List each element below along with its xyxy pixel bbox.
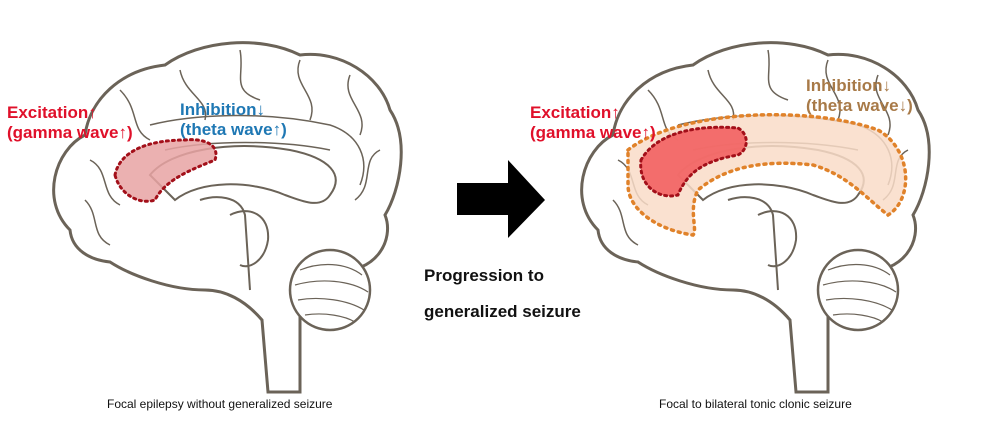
theta-wave-text: (theta wave↑) (180, 120, 287, 139)
right-inhibition-label: Inhibition↓ (theta wave↓) (806, 76, 913, 116)
right-caption: Focal to bilateral tonic clonic seizure (659, 397, 852, 411)
progression-arrow (457, 160, 545, 238)
inhibition-text: Inhibition↓ (180, 100, 265, 119)
left-excitation-label: Excitation↑ (gamma wave↑) (7, 103, 133, 143)
right-excitation-label: Excitation↑ (gamma wave↑) (530, 103, 656, 143)
inhibition-text: Inhibition↓ (806, 76, 891, 95)
excitation-text: Excitation↑ (530, 103, 620, 122)
progression-label-line2: generalized seizure (424, 302, 581, 321)
left-inhibition-label: Inhibition↓ (theta wave↑) (180, 100, 287, 140)
gamma-wave-text: (gamma wave↑) (530, 123, 656, 142)
focal-region-left (113, 138, 218, 203)
left-caption: Focal epilepsy without generalized seizu… (107, 397, 333, 411)
left-brain (52, 41, 403, 394)
excitation-text: Excitation↑ (7, 103, 97, 122)
progression-label-line1: Progression to (424, 266, 544, 285)
gamma-wave-text: (gamma wave↑) (7, 123, 133, 142)
theta-wave-text: (theta wave↓) (806, 96, 913, 115)
focal-region-right (639, 125, 748, 198)
right-brain (580, 41, 931, 394)
